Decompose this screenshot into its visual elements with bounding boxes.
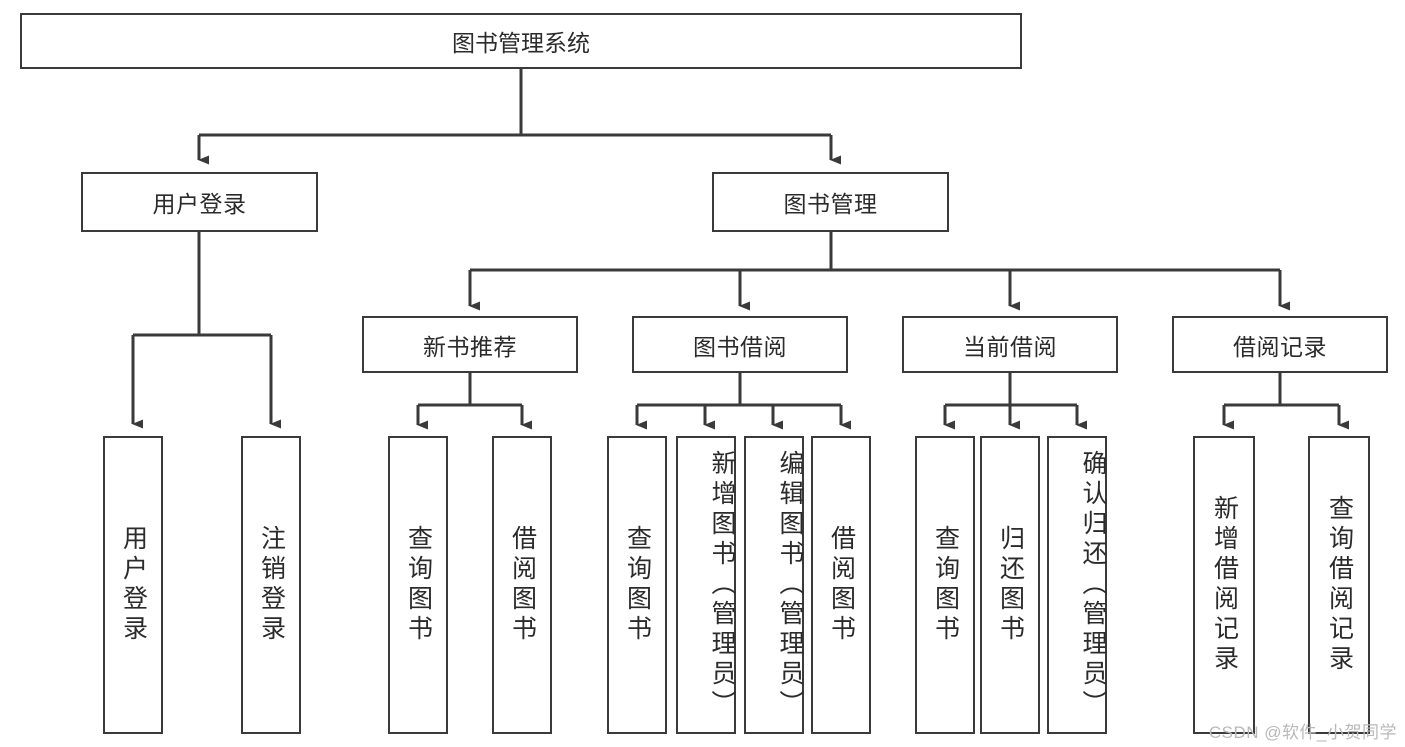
node-leaf-query-book-3[interactable]: 查询图书 xyxy=(915,436,975,734)
node-leaf-add-book-label: 新增图书（管理员） xyxy=(708,450,736,720)
node-leaf-confirm-return[interactable]: 确认归还（管理员） xyxy=(1047,436,1107,734)
node-new-book-recommend-label: 新书推荐 xyxy=(423,333,517,360)
node-leaf-query-book-3-label: 查询图书 xyxy=(931,525,960,645)
node-user-login[interactable]: 用户登录 xyxy=(81,172,318,232)
node-leaf-add-book[interactable]: 新增图书（管理员） xyxy=(676,436,736,734)
node-leaf-query-book-2[interactable]: 查询图书 xyxy=(607,436,667,734)
node-leaf-return-book[interactable]: 归还图书 xyxy=(980,436,1040,734)
node-leaf-borrow-book-1[interactable]: 借阅图书 xyxy=(492,436,552,734)
node-current-borrow-label: 当前借阅 xyxy=(963,333,1057,360)
node-borrow-record[interactable]: 借阅记录 xyxy=(1172,316,1388,373)
node-root-label: 图书管理系统 xyxy=(452,30,590,56)
node-leaf-query-book-1[interactable]: 查询图书 xyxy=(388,436,448,734)
node-leaf-confirm-return-label: 确认归还（管理员） xyxy=(1079,450,1107,720)
node-leaf-add-record[interactable]: 新增借阅记录 xyxy=(1193,436,1255,734)
node-leaf-return-book-label: 归还图书 xyxy=(996,525,1025,645)
node-leaf-user-login[interactable]: 用户登录 xyxy=(103,436,163,734)
node-book-borrow[interactable]: 图书借阅 xyxy=(632,316,848,373)
node-book-borrow-label: 图书借阅 xyxy=(693,333,787,360)
node-current-borrow[interactable]: 当前借阅 xyxy=(902,316,1118,373)
node-root[interactable]: 图书管理系统 xyxy=(20,13,1022,69)
node-leaf-borrow-book-2-label: 借阅图书 xyxy=(827,525,856,645)
node-book-management-label: 图书管理 xyxy=(783,191,878,217)
node-leaf-logout-login[interactable]: 注销登录 xyxy=(241,436,301,734)
node-leaf-query-record-label: 查询借阅记录 xyxy=(1325,495,1354,675)
node-leaf-logout-login-label: 注销登录 xyxy=(257,525,286,645)
watermark: CSDN @软件_小贺同学 xyxy=(1208,723,1397,742)
node-leaf-edit-book[interactable]: 编辑图书（管理员） xyxy=(744,436,804,734)
node-user-login-label: 用户登录 xyxy=(152,191,247,217)
node-leaf-query-record[interactable]: 查询借阅记录 xyxy=(1308,436,1370,734)
node-leaf-edit-book-label: 编辑图书（管理员） xyxy=(776,450,804,720)
node-leaf-query-book-1-label: 查询图书 xyxy=(404,525,433,645)
node-borrow-record-label: 借阅记录 xyxy=(1233,333,1327,360)
node-book-management[interactable]: 图书管理 xyxy=(712,172,949,232)
node-leaf-borrow-book-2[interactable]: 借阅图书 xyxy=(811,436,871,734)
node-leaf-query-book-2-label: 查询图书 xyxy=(623,525,652,645)
node-leaf-add-record-label: 新增借阅记录 xyxy=(1210,495,1239,675)
node-leaf-borrow-book-1-label: 借阅图书 xyxy=(508,525,537,645)
node-new-book-recommend[interactable]: 新书推荐 xyxy=(362,316,578,373)
node-leaf-user-login-label: 用户登录 xyxy=(119,525,148,645)
